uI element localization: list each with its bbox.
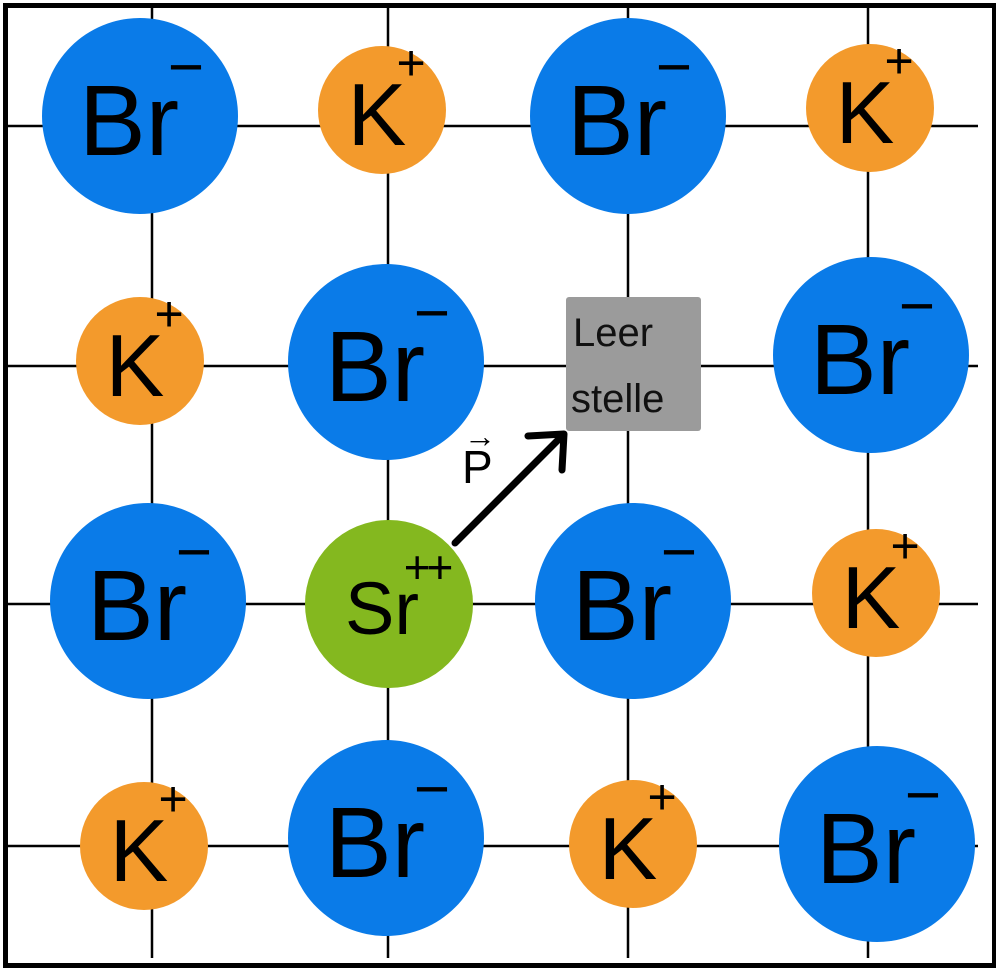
p-vector-symbol: P [462,441,493,493]
br-charge: − [898,271,936,341]
k-ion: K+ [80,774,208,910]
k-charge: + [154,286,184,342]
sr-symbol: Sr [345,567,419,650]
k-symbol: K [598,799,658,898]
br-charge: − [655,32,693,102]
k-symbol: K [105,316,165,415]
br-symbol: Br [810,304,910,416]
br-ion: Br− [773,257,969,453]
k-ion: K+ [569,772,697,908]
k-ion: K+ [318,38,446,174]
br-charge: − [904,760,942,830]
br-ion: Br− [779,746,975,942]
vector-arrow-icon: → [464,418,496,454]
br-symbol: Br [79,65,179,177]
br-charge: − [413,754,451,824]
br-ion: Br− [42,18,238,214]
k-charge: + [884,33,914,89]
sr-ion: Sr++ [305,520,473,688]
k-ion: K+ [806,36,934,172]
br-ion: Br− [50,503,246,699]
k-symbol: K [841,548,901,647]
k-symbol: K [109,801,169,900]
br-charge: − [167,32,205,102]
br-symbol: Br [325,787,425,899]
k-charge: + [158,771,188,827]
br-ion: Br− [288,264,484,460]
br-symbol: Br [325,311,425,423]
vacancy-label-line1: Leer [573,311,654,355]
br-charge: − [413,278,451,348]
br-ion: Br− [288,740,484,936]
br-symbol: Br [816,793,916,905]
k-symbol: K [347,65,407,164]
k-charge: + [890,518,920,574]
p-vector-label: → P [462,418,496,494]
br-charge: − [175,517,213,587]
sr-charge: ++ [403,541,454,594]
br-charge: − [660,517,698,587]
displacement-arrow [451,430,568,547]
k-ion: K+ [812,521,940,657]
vacancy-label-line2: stelle [571,377,665,421]
br-symbol: Br [87,550,187,662]
k-charge: + [647,769,677,825]
br-symbol: Br [567,65,667,177]
br-symbol: Br [572,550,672,662]
br-ion: Br− [530,18,726,214]
br-ion: Br− [535,503,731,699]
lattice-frame [3,3,996,968]
k-symbol: K [835,63,895,162]
k-charge: + [396,35,426,91]
vacancy-box: Leer stelle [566,297,701,431]
k-ion: K+ [76,289,204,425]
